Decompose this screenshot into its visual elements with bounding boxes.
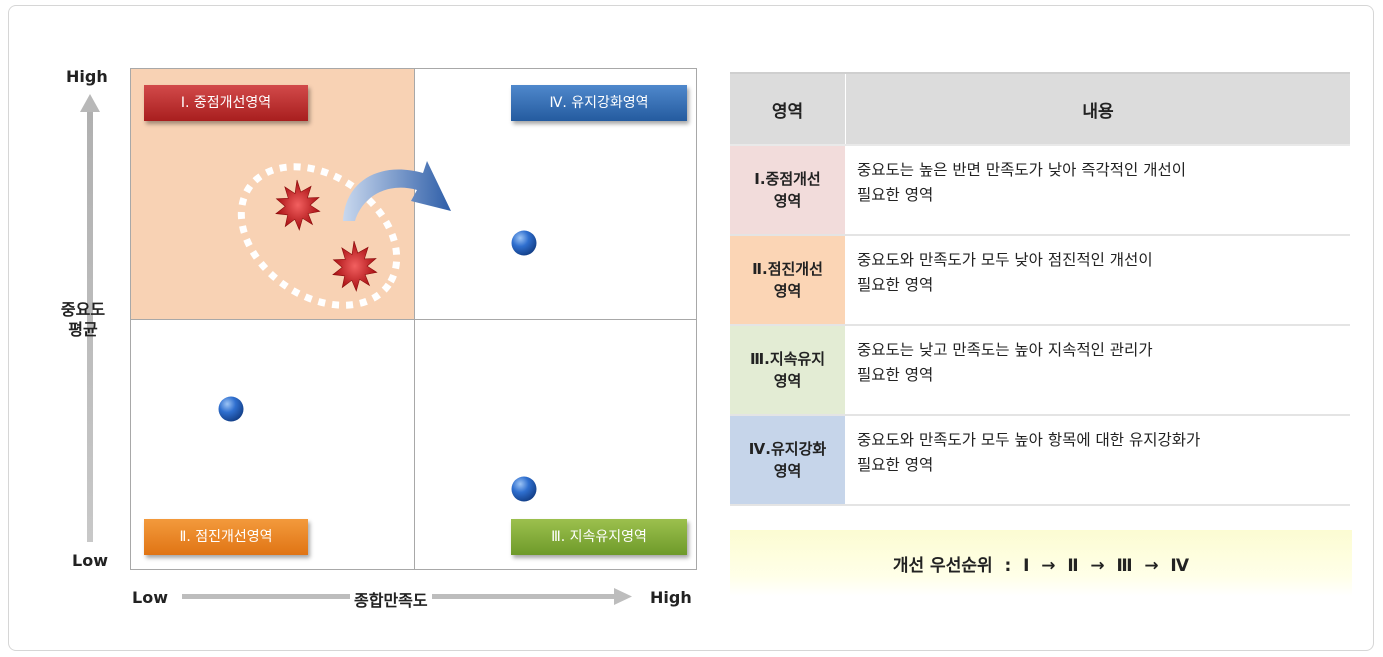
y-axis-high-label: High xyxy=(66,67,108,86)
y-axis-title: 중요도 평균 xyxy=(58,300,108,340)
curved-arrow xyxy=(343,161,451,221)
row-content-cell: 중요도는 낮고 만족도는 높아 지속적인 관리가 필요한 영역 xyxy=(845,326,1350,414)
row-content-cell: 중요도와 만족도가 모두 높아 항목에 대한 유지강화가 필요한 영역 xyxy=(845,416,1350,504)
row-content-line1: 중요도와 만족도가 모두 높아 항목에 대한 유지강화가 xyxy=(857,431,1201,449)
y-axis-title-line1: 중요도 xyxy=(60,300,106,319)
x-axis-low-label: Low xyxy=(132,588,168,607)
table-row: Ⅰ.중점개선 영역 중요도는 높은 반면 만족도가 낮아 즉각적인 개선이 필요… xyxy=(730,146,1350,236)
row-content-line2: 필요한 영역 xyxy=(857,276,934,294)
starburst-marker xyxy=(332,240,378,292)
row-content-line2: 필요한 영역 xyxy=(857,186,934,204)
starburst-marker xyxy=(275,179,321,231)
row-area-line2: 영역 xyxy=(773,282,802,300)
row-area-cell: Ⅳ.유지강화 영역 xyxy=(730,416,845,504)
quadrant-2-label: Ⅱ. 점진개선영역 xyxy=(144,519,308,555)
area-description-table: 영역 내용 Ⅰ.중점개선 영역 중요도는 높은 반면 만족도가 낮아 즉각적인 … xyxy=(730,72,1350,506)
row-content-line1: 중요도는 낮고 만족도는 높아 지속적인 관리가 xyxy=(857,341,1153,359)
matrix-horizontal-divider xyxy=(131,319,696,320)
y-axis-title-line2: 평균 xyxy=(68,320,98,339)
table-row: Ⅳ.유지강화 영역 중요도와 만족도가 모두 높아 항목에 대한 유지강화가 필… xyxy=(730,416,1350,506)
x-axis-arrowhead xyxy=(614,588,632,605)
row-content-cell: 중요도는 높은 반면 만족도가 낮아 즉각적인 개선이 필요한 영역 xyxy=(845,146,1350,234)
row-area-line2: 영역 xyxy=(773,192,802,210)
x-axis-title: 종합만족도 xyxy=(350,587,432,611)
quadrant-4-label: Ⅳ. 유지강화영역 xyxy=(511,85,687,121)
priority-banner: 개선 우선순위 : Ⅰ → Ⅱ → Ⅲ → Ⅳ xyxy=(730,530,1352,596)
quadrant-3-label: Ⅲ. 지속유지영역 xyxy=(511,519,687,555)
row-area-cell: Ⅰ.중점개선 영역 xyxy=(730,146,845,234)
x-axis-high-label: High xyxy=(650,588,692,607)
row-area-line2: 영역 xyxy=(773,372,802,390)
row-content-line2: 필요한 영역 xyxy=(857,366,934,384)
matrix-markers xyxy=(218,161,537,502)
y-axis-low-label: Low xyxy=(72,551,108,570)
row-area-line2: 영역 xyxy=(773,462,802,480)
priority-text: 개선 우선순위 : Ⅰ → Ⅱ → Ⅲ → Ⅳ xyxy=(892,555,1190,576)
row-content-cell: 중요도와 만족도가 모두 낮아 점진적인 개선이 필요한 영역 xyxy=(845,236,1350,324)
header-content: 내용 xyxy=(1082,101,1114,122)
data-point-ball xyxy=(511,476,537,502)
table-row: Ⅲ.지속유지 영역 중요도는 낮고 만족도는 높아 지속적인 관리가 필요한 영… xyxy=(730,326,1350,416)
row-area-line1: Ⅲ.지속유지 xyxy=(749,350,826,368)
table-header: 영역 내용 xyxy=(730,74,1350,146)
data-point-ball xyxy=(511,230,537,256)
row-area-cell: Ⅲ.지속유지 영역 xyxy=(730,326,845,414)
row-area-line1: Ⅱ.점진개선 xyxy=(752,260,823,278)
y-axis-arrowhead xyxy=(80,94,100,112)
y-axis-shaft xyxy=(87,110,93,542)
row-area-cell: Ⅱ.점진개선 영역 xyxy=(730,236,845,324)
quadrant-1-label: Ⅰ. 중점개선영역 xyxy=(144,85,308,121)
row-content-line1: 중요도는 높은 반면 만족도가 낮아 즉각적인 개선이 xyxy=(857,161,1187,179)
focus-dashed-ellipse xyxy=(237,163,401,309)
row-content-line1: 중요도와 만족도가 모두 낮아 점진적인 개선이 xyxy=(857,251,1153,269)
table-row: Ⅱ.점진개선 영역 중요도와 만족도가 모두 낮아 점진적인 개선이 필요한 영… xyxy=(730,236,1350,326)
ipa-matrix: Ⅰ. 중점개선영역 Ⅳ. 유지강화영역 Ⅱ. 점진개선영역 Ⅲ. 지속유지영역 xyxy=(130,68,697,570)
row-area-line1: Ⅳ.유지강화 xyxy=(748,440,827,458)
row-area-line1: Ⅰ.중점개선 xyxy=(754,170,821,188)
data-point-ball xyxy=(218,396,244,422)
header-area: 영역 xyxy=(730,74,846,144)
row-content-line2: 필요한 영역 xyxy=(857,456,934,474)
